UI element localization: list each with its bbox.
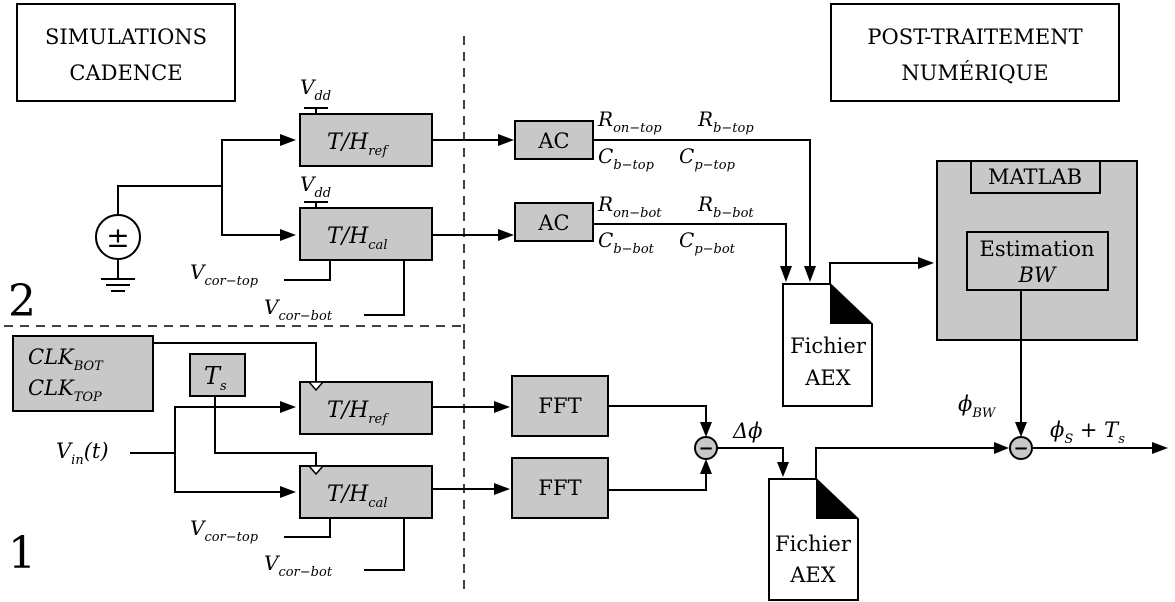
arrow-icon	[1015, 422, 1027, 437]
region-1-number: 1	[8, 528, 36, 579]
vdd-cal-label: Vdd	[300, 172, 331, 201]
th-cal-bottom-label: T/Hcal	[327, 482, 387, 511]
th-cal-top-label: T/Hcal	[327, 224, 387, 253]
fichier-bottom-line2: AEX	[789, 563, 835, 587]
vcor-bot-label-a: Vcor−bot	[264, 295, 333, 324]
arrow-icon	[700, 459, 712, 474]
wire-ts-to-thcal	[214, 396, 317, 466]
arrow-icon	[280, 401, 296, 413]
arrow-icon	[280, 486, 296, 498]
vcor-bot-label-b: Vcor−bot	[264, 551, 333, 580]
estimation-label: Estimation	[979, 237, 1094, 261]
vcor-top-label-b: Vcor−top	[190, 516, 259, 545]
clk-block	[12, 335, 154, 412]
bw-label: BW	[1017, 263, 1057, 287]
vin-label: Vin(t)	[56, 439, 109, 468]
clk-bot-label: CLKBOT	[28, 345, 104, 374]
th-ref-bottom-block	[299, 381, 433, 435]
th-cal-bottom-block	[299, 465, 433, 519]
minus-symbol-1: −	[698, 438, 713, 459]
th-cal-top-block	[299, 207, 433, 261]
arrow-icon	[498, 134, 514, 146]
vcor-top-label-a: Vcor−top	[190, 260, 259, 289]
ac-top-label: AC	[537, 129, 569, 153]
matlab-title: MATLAB	[988, 165, 1082, 189]
r-b-bot-label: Rb−bot	[697, 192, 754, 221]
arrow-icon	[700, 422, 712, 437]
wire-file-to-matlab	[829, 262, 918, 284]
ts-block	[189, 353, 246, 397]
arrow-icon	[994, 442, 1009, 454]
post-traitement-label: POST-TRAITEMENT	[867, 25, 1082, 49]
post-traitement-box	[830, 3, 1120, 102]
delta-phi-label: Δϕ	[732, 419, 762, 443]
fft-top-block	[511, 375, 609, 437]
th-ref-top-label: T/Href	[327, 130, 389, 159]
wire-vcor-top-a	[284, 260, 331, 281]
phi-s-output-label: ϕS + Ts	[1050, 418, 1125, 447]
arrow-icon	[780, 266, 792, 282]
wire-vcor-bot-a	[364, 260, 405, 316]
phi-bw-label: ϕBW	[958, 392, 997, 421]
wire-clk-to-thref	[153, 342, 317, 384]
wire-vin-to-thcal	[174, 453, 280, 493]
c-b-bot-label: Cb−bot	[598, 228, 655, 257]
arrow-icon	[918, 257, 934, 269]
wire-actop-to-file	[593, 139, 811, 266]
fichier-top-line1: Fichier	[790, 334, 867, 358]
c-p-bot-label: Cp−bot	[679, 228, 736, 257]
source-symbol: ±	[106, 221, 129, 254]
minus-symbol-2: −	[1013, 438, 1028, 459]
clock-triangle-icon	[307, 381, 325, 392]
arrow-icon	[1152, 442, 1168, 454]
arrow-icon	[280, 229, 296, 241]
arrow-icon	[804, 266, 816, 282]
fft-bottom-block	[511, 457, 609, 519]
vdd-ref-label: Vdd	[300, 75, 331, 104]
ground-icon	[101, 278, 135, 292]
c-p-top-label: Cp−top	[679, 144, 736, 173]
arrow-icon	[494, 483, 510, 495]
r-on-bot-label: Ron−bot	[597, 192, 662, 221]
wire-file2-to-sub2	[815, 447, 994, 479]
cadence-label: CADENCE	[69, 61, 182, 85]
wire-sub-to-file2	[717, 447, 784, 462]
wire-fft-top-to-sub	[608, 405, 707, 422]
fft-bottom-label: FFT	[538, 476, 581, 500]
matlab-title-box	[970, 160, 1101, 194]
wire-source-to-thref	[117, 139, 280, 215]
wire-fft-bot-to-sub	[608, 474, 707, 491]
numerique-label: NUMÉRIQUE	[901, 61, 1048, 85]
document-fold-icon	[816, 479, 858, 519]
clock-triangle-icon	[307, 465, 325, 476]
ts-label: Ts	[204, 362, 227, 394]
wire-vcor-bot-b	[364, 518, 405, 571]
r-on-top-label: Ron−top	[597, 107, 662, 136]
arrow-icon	[494, 401, 510, 413]
arrow-icon	[498, 229, 514, 241]
fichier-bottom-line1: Fichier	[775, 532, 852, 556]
th-ref-bottom-label: T/Href	[327, 398, 389, 427]
region-2-number: 2	[8, 276, 36, 327]
arrow-icon	[777, 462, 789, 477]
ac-bot-label: AC	[537, 211, 569, 235]
wire-acbot-to-file	[593, 223, 787, 266]
document-fold-icon	[830, 284, 872, 324]
ac-top-block	[514, 120, 594, 160]
wire-vin-to-thref	[130, 406, 280, 454]
th-ref-top-block	[299, 113, 433, 167]
ac-bot-block	[514, 202, 594, 242]
fichier-top-line2: AEX	[804, 366, 850, 390]
simulations-label: SIMULATIONS	[45, 25, 207, 49]
arrow-icon	[280, 134, 296, 146]
fft-top-label: FFT	[538, 394, 581, 418]
simulations-cadence-box	[16, 3, 236, 102]
r-b-top-label: Rb−top	[697, 107, 754, 136]
wire-split-to-thcal	[221, 186, 280, 236]
clk-top-label: CLKTOP	[28, 376, 102, 405]
estimation-bw-block	[966, 231, 1109, 291]
wire-vcor-top-b	[284, 518, 331, 538]
c-b-top-label: Cb−top	[598, 144, 655, 173]
